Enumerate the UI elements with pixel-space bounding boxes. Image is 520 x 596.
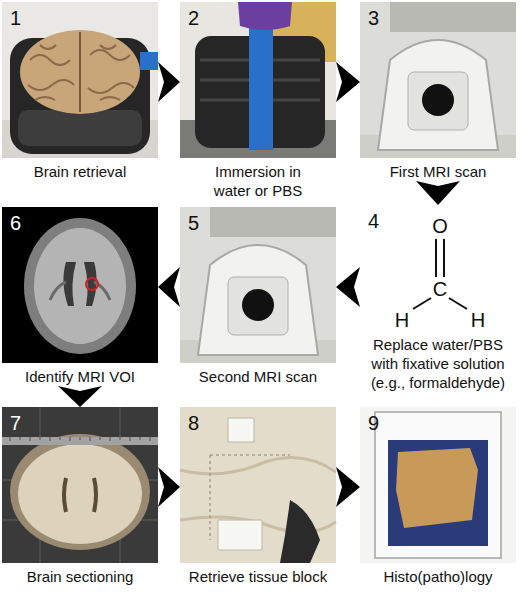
atom-symbol-holder: H — [478, 320, 492, 342]
brain-slice-photo — [2, 407, 158, 563]
step-panel: 5Second MRI scan — [180, 207, 336, 386]
mri-coil-photo — [180, 207, 336, 363]
step-number: 4 — [368, 209, 379, 233]
step-caption: Second MRI scan — [180, 367, 336, 386]
step-number: 5 — [188, 211, 199, 235]
flow-arrow — [158, 467, 180, 507]
atom-symbol: C — [433, 278, 447, 300]
step-caption: Histo(patho)logy — [360, 567, 516, 586]
step-panel: 9Histo(patho)logy — [360, 407, 516, 586]
step-panel: 7Brain sectioning — [2, 407, 158, 586]
step-caption: Brain sectioning — [2, 567, 158, 586]
brain-holder-photo — [2, 2, 158, 158]
atom-symbol-holder: C — [440, 289, 454, 311]
step-panel: 1Brain retrieval — [2, 2, 158, 181]
flow-arrow — [336, 467, 360, 507]
atom-symbol: O — [432, 215, 448, 237]
step-panel: 2Immersion in water or PBS — [180, 2, 336, 200]
step-caption: Immersion in water or PBS — [203, 162, 313, 200]
flow-arrow — [58, 386, 102, 407]
immersion-photo — [180, 2, 336, 158]
step-panel: 8Retrieve tissue block — [180, 407, 336, 586]
histology-cassette-photo — [360, 407, 516, 563]
tissue-block-photo — [180, 407, 336, 563]
step-panel: 3First MRI scan — [360, 2, 516, 181]
atom-symbol: H — [471, 309, 485, 331]
step-caption: Identify MRI VOI — [2, 367, 158, 386]
atom-symbol-holder: O — [440, 226, 456, 248]
step-panel: 6Identify MRI VOI — [2, 207, 158, 386]
flow-arrow — [158, 62, 180, 102]
atom-symbol: H — [395, 309, 409, 331]
mri-coil-photo — [360, 2, 516, 158]
step-number: 2 — [188, 6, 199, 30]
mri-slice-image — [2, 207, 158, 363]
step-number: 9 — [368, 411, 379, 435]
step-caption: Retrieve tissue block — [180, 567, 336, 586]
step-caption: Brain retrieval — [2, 162, 158, 181]
flow-arrow — [158, 267, 180, 307]
step-number: 7 — [10, 411, 21, 435]
step-number: 3 — [368, 6, 379, 30]
step-caption: Replace water/PBS with fixative solution… — [360, 335, 516, 392]
step-caption: First MRI scan — [360, 162, 516, 181]
step-number: 8 — [188, 411, 199, 435]
atom-symbol-holder: H — [402, 320, 416, 342]
formaldehyde-bonds — [413, 239, 467, 309]
flow-arrow — [416, 181, 460, 205]
flow-arrow — [336, 62, 360, 102]
flow-arrow — [336, 267, 360, 307]
step-number: 6 — [10, 211, 21, 235]
step-number: 1 — [10, 6, 21, 30]
